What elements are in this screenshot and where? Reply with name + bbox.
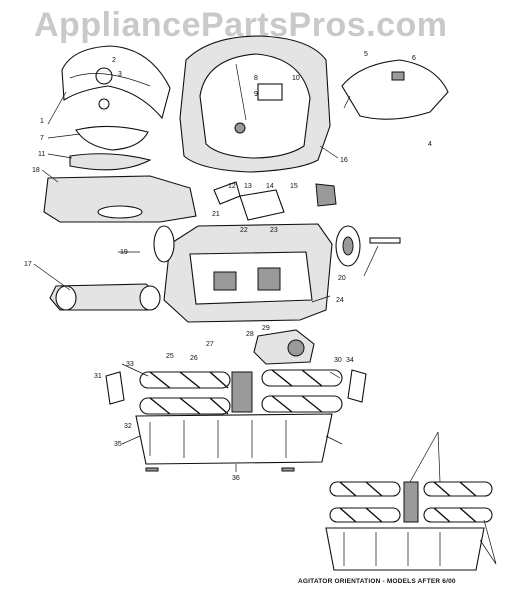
part-carriage xyxy=(49,283,161,311)
callout-10: 10 xyxy=(292,75,300,82)
part-lens xyxy=(75,125,149,151)
callout-19: 19 xyxy=(120,249,128,256)
callout-34: 34 xyxy=(346,357,354,364)
callout-11: 11 xyxy=(38,151,45,158)
part-axle xyxy=(369,237,401,244)
callout-23: 23 xyxy=(270,227,278,234)
callout-36: 36 xyxy=(232,475,240,482)
callout-20: 20 xyxy=(338,275,346,282)
callout-1: 1 xyxy=(40,118,44,125)
callout-21: 21 xyxy=(212,211,220,218)
part-nozzle-housing xyxy=(163,223,333,323)
inset-agitator-orientation xyxy=(325,431,497,571)
callout-12: 12 xyxy=(228,183,236,190)
callout-29: 29 xyxy=(262,325,270,332)
callout-4: 4 xyxy=(428,141,432,148)
callout-14: 14 xyxy=(266,183,274,190)
callout-2: 2 xyxy=(112,57,116,64)
callout-22: 22 xyxy=(240,227,248,234)
part-rear-wheels xyxy=(153,225,361,267)
inset-caption: AGITATOR ORIENTATION - MODELS AFTER 6/00 xyxy=(298,578,456,585)
part-belt-components xyxy=(213,181,337,221)
part-screws xyxy=(145,467,295,472)
part-upper-cover xyxy=(341,59,449,120)
callout-30: 30 xyxy=(334,357,342,364)
part-bumper-strip xyxy=(69,153,152,171)
callout-18: 18 xyxy=(32,167,40,174)
part-end-caps xyxy=(105,369,367,405)
callout-3: 3 xyxy=(118,71,122,78)
part-upper-housing xyxy=(179,35,331,173)
callout-5: 5 xyxy=(364,51,368,58)
part-motor xyxy=(253,329,315,365)
callout-17: 17 xyxy=(24,261,32,268)
leader-lines xyxy=(33,91,379,472)
callout-25: 25 xyxy=(166,353,174,360)
part-nozzle-base xyxy=(43,175,197,223)
callout-35: 35 xyxy=(114,441,122,448)
callout-9: 9 xyxy=(254,91,258,98)
callout-33: 33 xyxy=(126,361,134,368)
callout-13: 13 xyxy=(244,183,252,190)
callout-8: 8 xyxy=(254,75,258,82)
callout-labels: 1 2 3 7 11 18 8 9 10 16 5 6 4 12 13 14 1… xyxy=(24,51,432,482)
callout-24: 24 xyxy=(336,297,344,304)
part-bottom-plate xyxy=(135,413,333,465)
callout-6: 6 xyxy=(412,55,416,62)
callout-32: 32 xyxy=(124,423,132,430)
part-hood-cover xyxy=(61,45,171,120)
callout-31: 31 xyxy=(94,373,102,380)
callout-16: 16 xyxy=(340,157,348,164)
callout-15: 15 xyxy=(290,183,298,190)
callout-27: 27 xyxy=(206,341,214,348)
part-agitators-main xyxy=(139,369,343,415)
callout-28: 28 xyxy=(246,331,254,338)
callout-7: 7 xyxy=(40,135,44,142)
callout-26: 26 xyxy=(190,355,198,362)
